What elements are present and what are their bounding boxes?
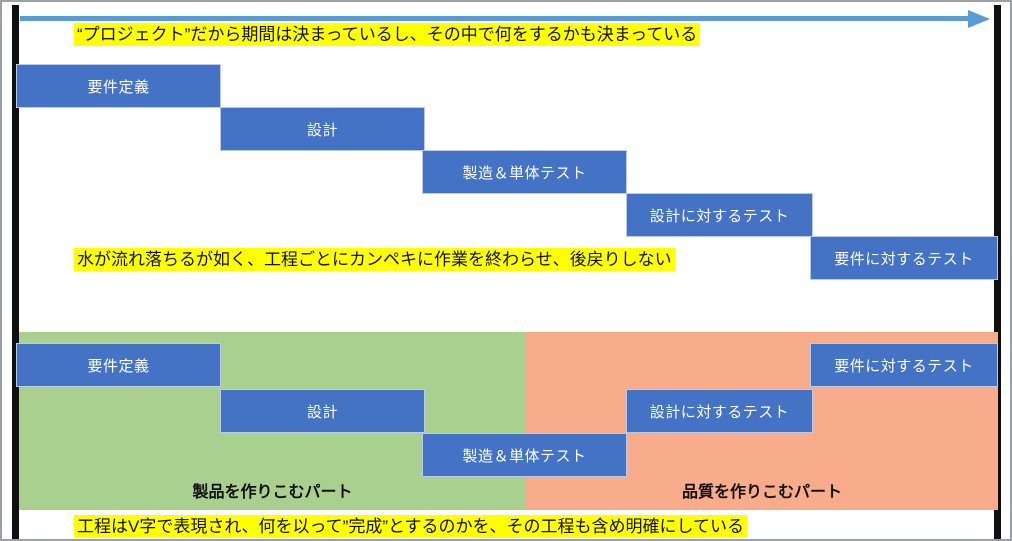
waterfall-bar-design-test[interactable]: 設計に対するテスト: [626, 193, 813, 237]
caption-top: “プロジェクト”だから期間は決まっているし、その中で何をするかも決まっている: [74, 23, 701, 46]
project-start-rail: [12, 5, 19, 539]
waterfall-bar-design[interactable]: 設計: [220, 107, 425, 151]
waterfall-bar-build-unit-test[interactable]: 製造＆単体テスト: [422, 150, 627, 194]
caption-middle: 水が流れ落ちるが如く、工程ごとにカンペキに作業を終わらせ、後戻りしない: [74, 248, 675, 271]
arrow-shaft: [20, 16, 970, 21]
caption-bottom: 工程はV字で表現され、何を以って”完成”とするのかを、その工程も含め明確にしてい…: [74, 515, 747, 538]
vmodel-bar-requirements-test[interactable]: 要件に対するテスト: [810, 343, 998, 387]
vmodel-bar-requirements[interactable]: 要件定義: [16, 343, 221, 387]
caption-bottom-text: 工程はV字で表現され、何を以って”完成”とするのかを、その工程も含め明確にしてい…: [74, 515, 747, 538]
arrow-head-icon: [968, 10, 990, 28]
vmodel-bar-design[interactable]: 設計: [220, 389, 425, 433]
caption-top-text: “プロジェクト”だから期間は決まっているし、その中で何をするかも決まっている: [74, 23, 701, 46]
band-build-part-label: 製品を作りこむパート: [192, 484, 353, 501]
band-quality-part-label: 品質を作りこむパート: [681, 484, 842, 501]
project-duration-arrow: [20, 10, 990, 28]
vmodel-bar-build-unit-test[interactable]: 製造＆単体テスト: [422, 433, 627, 477]
waterfall-bar-requirements[interactable]: 要件定義: [16, 64, 221, 108]
waterfall-bar-requirements-test[interactable]: 要件に対するテスト: [810, 236, 998, 280]
caption-middle-text: 水が流れ落ちるが如く、工程ごとにカンペキに作業を終わらせ、後戻りしない: [74, 248, 675, 271]
vmodel-bar-design-test[interactable]: 設計に対するテスト: [626, 389, 813, 433]
